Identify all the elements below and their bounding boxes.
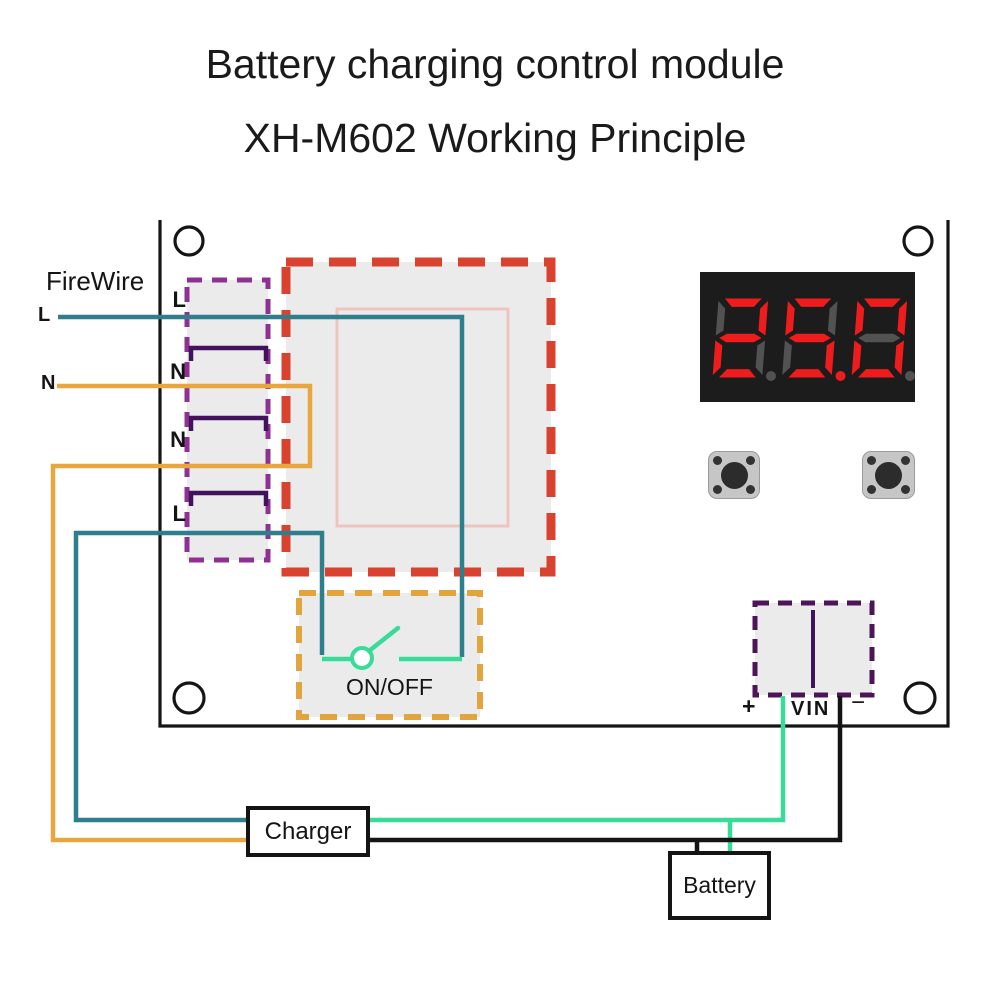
segment-G	[719, 333, 762, 343]
button-pin-icon	[901, 485, 910, 494]
mounting-hole-top-left	[173, 225, 205, 257]
terminal-separator	[188, 345, 269, 361]
mains-neutral-label: N	[41, 372, 56, 394]
button-pin-icon	[713, 485, 722, 494]
segment-F	[715, 301, 726, 336]
wire-dc-positive	[368, 696, 786, 823]
decimal-point	[905, 371, 915, 381]
vin-minus-label: −	[851, 689, 866, 716]
switch-block-outline	[296, 590, 483, 720]
mounting-hole-bottom-right	[903, 681, 937, 715]
battery-label: Battery	[683, 872, 756, 898]
terminal-label-l2: L	[172, 501, 186, 526]
segment-D	[788, 369, 826, 378]
terminal-label-n2: N	[170, 427, 186, 452]
segment-E	[712, 340, 723, 375]
display-digit-3	[851, 298, 908, 378]
button-plunger-icon	[875, 461, 902, 489]
push-button-left[interactable]	[708, 451, 760, 499]
onoff-switch[interactable]	[322, 625, 462, 670]
display-digit-2	[782, 298, 838, 378]
mounting-hole-top-right	[902, 225, 934, 257]
push-button-right[interactable]	[862, 451, 915, 499]
button-pin-icon	[746, 456, 755, 465]
segment-C	[894, 340, 905, 375]
button-pin-icon	[901, 456, 910, 465]
charger-label: Charger	[264, 817, 352, 845]
segment-E	[782, 340, 792, 375]
display-digit-1	[712, 298, 769, 378]
decimal-point	[766, 371, 776, 381]
button-pin-icon	[867, 456, 876, 465]
segment-B	[758, 301, 769, 336]
segment-D	[857, 369, 895, 378]
mounting-hole-bottom-left	[172, 681, 206, 715]
terminal-separator	[188, 415, 269, 431]
button-pin-icon	[713, 456, 722, 465]
segment-D	[718, 369, 756, 378]
segment-C	[825, 340, 835, 375]
button-pin-icon	[746, 485, 755, 494]
onoff-label: ON/OFF	[346, 674, 433, 700]
terminal-label-l1: L	[172, 287, 186, 312]
segment-G	[858, 333, 901, 343]
vin-label: VIN	[791, 698, 831, 720]
display-digits	[712, 298, 915, 381]
battery-box: Battery	[668, 851, 771, 920]
firewire-label: FireWire	[46, 266, 145, 296]
page-title-line1: Battery charging control module	[205, 41, 785, 87]
switch-lever	[366, 625, 401, 654]
terminal-label-n1: N	[170, 359, 186, 384]
wire-live-in	[58, 314, 465, 657]
board-outline	[158, 220, 950, 728]
segment-E	[851, 340, 862, 375]
transformer-core-rect	[335, 307, 510, 528]
page-title-line2: XH-M602 Working Principle	[243, 115, 747, 161]
wire-dc-negative	[368, 696, 843, 843]
mains-live-label: L	[38, 304, 51, 326]
wire-neutral-to-charger	[50, 383, 313, 843]
button-pin-icon	[867, 485, 876, 494]
segment-G	[788, 333, 832, 343]
segment-F	[854, 301, 865, 336]
vin-plus-label: +	[742, 693, 756, 719]
segment-B	[827, 301, 838, 336]
segment-A	[864, 298, 901, 307]
segment-C	[755, 340, 766, 375]
charger-box: Charger	[246, 806, 370, 857]
button-plunger-icon	[720, 461, 748, 489]
wire-live-to-charger	[73, 530, 325, 823]
seven-segment-display	[700, 272, 915, 402]
terminal-separator	[188, 490, 269, 506]
segment-A	[725, 298, 762, 307]
segment-F	[785, 301, 795, 336]
segment-A	[794, 298, 832, 307]
switch-pivot	[350, 646, 374, 670]
segment-B	[897, 301, 908, 336]
decimal-point	[835, 371, 846, 381]
